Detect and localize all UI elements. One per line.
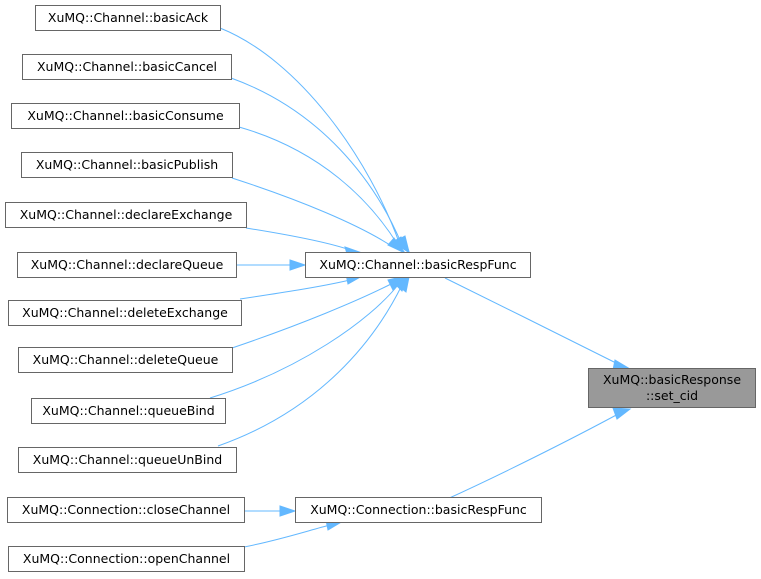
- node-basicCancel[interactable]: XuMQ::Channel::basicCancel: [22, 54, 232, 80]
- node-connection-basicRespFunc[interactable]: XuMQ::Connection::basicRespFunc: [295, 497, 542, 523]
- edge-deleteExchange: [239, 279, 351, 300]
- node-label: XuMQ::Channel::declareQueue: [31, 257, 224, 272]
- edge-basicCancel: [230, 77, 403, 246]
- edge-basicConsume: [238, 126, 399, 246]
- node-label: XuMQ::Channel::deleteQueue: [33, 352, 219, 367]
- edge-connectionResp-target: [444, 412, 621, 501]
- edge-declareExchange: [245, 227, 351, 251]
- arrowhead-declareQueue: [289, 259, 307, 271]
- node-label-line2: ::set_cid: [646, 388, 698, 403]
- node-label: XuMQ::Connection::closeChannel: [22, 502, 230, 517]
- node-openChannel[interactable]: XuMQ::Connection::openChannel: [8, 546, 245, 572]
- arrowhead-connectionResp-target: [612, 407, 632, 420]
- edge-basicAck: [219, 27, 401, 246]
- edge-channelResp-target: [444, 277, 621, 366]
- node-declareQueue[interactable]: XuMQ::Channel::declareQueue: [17, 252, 237, 278]
- node-deleteExchange[interactable]: XuMQ::Channel::deleteExchange: [8, 300, 242, 326]
- node-target-set_cid[interactable]: XuMQ::basicResponse ::set_cid: [588, 368, 756, 408]
- node-label: XuMQ::Channel::declareExchange: [20, 207, 233, 222]
- edge-queueBind: [209, 284, 399, 399]
- node-basicAck[interactable]: XuMQ::Channel::basicAck: [35, 5, 221, 31]
- node-queueBind[interactable]: XuMQ::Channel::queueBind: [31, 398, 226, 424]
- node-label: XuMQ::Channel::basicPublish: [36, 157, 218, 172]
- arrowheads: [279, 235, 632, 531]
- node-label: XuMQ::Channel::basicRespFunc: [319, 257, 516, 272]
- edge-deleteQueue: [231, 282, 394, 349]
- node-label: XuMQ::Connection::openChannel: [23, 551, 230, 566]
- node-basicPublish[interactable]: XuMQ::Channel::basicPublish: [21, 152, 233, 178]
- node-basicConsume[interactable]: XuMQ::Channel::basicConsume: [11, 103, 240, 129]
- arrowhead-basicPublish: [387, 237, 406, 254]
- edge-queueUnBind: [217, 284, 403, 447]
- node-label: XuMQ::Channel::deleteExchange: [22, 305, 228, 320]
- node-queueUnBind[interactable]: XuMQ::Channel::queueUnBind: [18, 447, 237, 473]
- arrowhead-closeChannel: [279, 505, 297, 517]
- node-label: XuMQ::Channel::queueBind: [42, 403, 214, 418]
- edge-openChannel: [243, 524, 331, 548]
- arrowhead-queueUnBind: [395, 276, 410, 293]
- edges: [209, 27, 621, 548]
- node-label: XuMQ::Connection::basicRespFunc: [310, 502, 527, 517]
- node-label-line1: XuMQ::basicResponse: [603, 372, 741, 387]
- node-label: XuMQ::Channel::basicAck: [48, 10, 209, 25]
- node-label: XuMQ::Channel::basicConsume: [27, 108, 224, 123]
- node-label: XuMQ::Channel::basicCancel: [37, 59, 217, 74]
- node-closeChannel[interactable]: XuMQ::Connection::closeChannel: [7, 497, 245, 523]
- node-declareExchange[interactable]: XuMQ::Channel::declareExchange: [5, 202, 247, 228]
- edge-basicPublish: [231, 177, 394, 248]
- node-label: XuMQ::Channel::queueUnBind: [33, 452, 222, 467]
- node-deleteQueue[interactable]: XuMQ::Channel::deleteQueue: [18, 347, 233, 373]
- node-channel-basicRespFunc[interactable]: XuMQ::Channel::basicRespFunc: [305, 252, 531, 278]
